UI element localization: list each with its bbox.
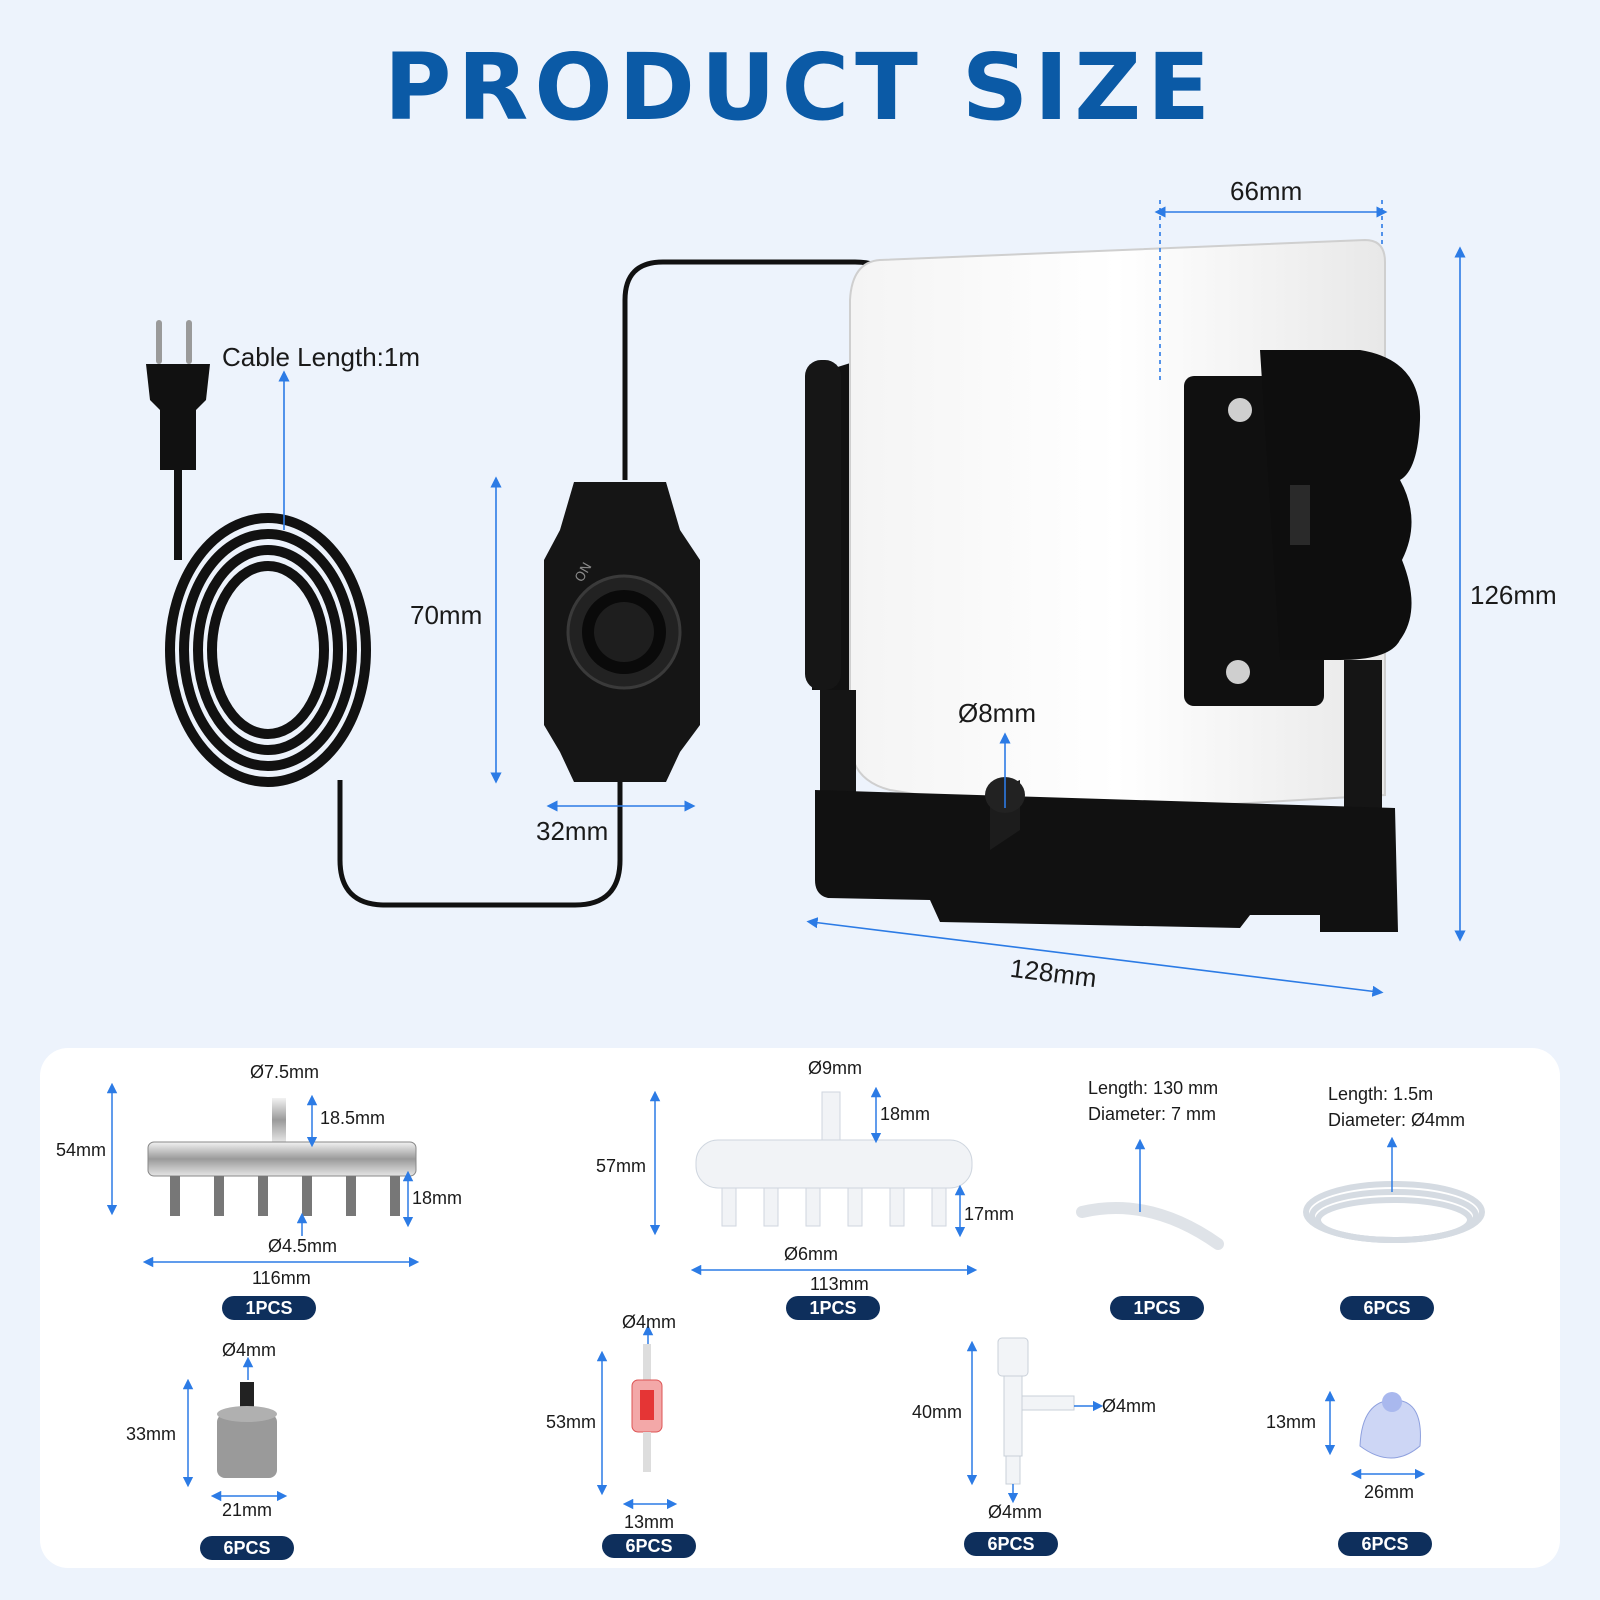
rigid-tube-qty-badge: 1PCS: [1110, 1296, 1204, 1320]
air-stone-height: 33mm: [126, 1424, 177, 1444]
air-stone-width: 21mm: [222, 1500, 273, 1520]
power-cable: [165, 259, 898, 908]
plastic-qty-badge: 1PCS: [786, 1296, 880, 1320]
plastic-top-dia: Ø9mm: [808, 1058, 862, 1078]
air-stone-qty-badge: 6PCS: [200, 1536, 294, 1560]
cable-length-label: Cable Length:1m: [222, 342, 421, 372]
air-tube-diameter: Diameter: Ø4mm: [1328, 1110, 1466, 1130]
check-valve-qty-badge: 6PCS: [602, 1534, 696, 1558]
control-valve-bottom-dia: Ø4mm: [988, 1502, 1042, 1522]
plastic-pin-dia: Ø6mm: [784, 1244, 838, 1264]
suction-cup-height: 13mm: [1266, 1412, 1317, 1432]
steel-stem: 18.5mm: [320, 1108, 386, 1128]
air-tube-qty-badge: 6PCS: [1340, 1296, 1434, 1320]
control-valve-height: 40mm: [912, 1402, 963, 1422]
check-valve-dia: Ø4mm: [622, 1312, 676, 1332]
suction-cup-width: 26mm: [1364, 1482, 1415, 1502]
air-stone: [217, 1382, 277, 1478]
steel-pins: 18mm: [412, 1188, 463, 1208]
air-stone-dia: Ø4mm: [222, 1340, 276, 1360]
dimension-arrows: [278, 200, 1466, 997]
air-tubing: [1303, 1181, 1485, 1243]
suction-cup-qty-badge: 6PCS: [1338, 1532, 1432, 1556]
air-pump: [805, 238, 1421, 932]
control-valve-side-dia: Ø4mm: [1102, 1396, 1156, 1416]
control-valve-qty-badge: 6PCS: [964, 1532, 1058, 1556]
rigid-tube-diameter: Diameter: 7 mm: [1088, 1104, 1217, 1124]
plastic-stem: 18mm: [880, 1104, 931, 1124]
rigid-tube: [1076, 1202, 1224, 1250]
steel-pin-dia: Ø4.5mm: [268, 1236, 338, 1256]
steel-manifold-arrows: [106, 1082, 420, 1268]
controller-width-label: 32mm: [536, 816, 609, 846]
power-plug: [146, 320, 210, 470]
plastic-manifold-arrows: [649, 1086, 978, 1276]
pump-height-label: 126mm: [1470, 580, 1557, 610]
check-valve: [631, 1344, 663, 1472]
steel-qty-badge: 1PCS: [222, 1296, 316, 1320]
speed-controller: ON: [544, 482, 700, 782]
steel-height: 54mm: [56, 1140, 107, 1160]
plastic-manifold: [695, 1091, 973, 1227]
check-valve-height: 53mm: [546, 1412, 597, 1432]
controller-height-label: 70mm: [410, 600, 483, 630]
air-tube-length: Length: 1.5m: [1328, 1084, 1434, 1104]
rigid-tube-length: Length: 130 mm: [1088, 1078, 1219, 1098]
check-valve-width: 13mm: [624, 1512, 675, 1532]
steel-manifold: [147, 1098, 417, 1216]
plastic-pins: 17mm: [964, 1204, 1015, 1224]
plastic-height: 57mm: [596, 1156, 647, 1176]
pump-depth-label: 66mm: [1230, 176, 1303, 206]
plastic-length: 113mm: [810, 1274, 869, 1294]
steel-length: 116mm: [252, 1268, 311, 1288]
page-title: PRODUCT SIZE: [384, 34, 1216, 141]
control-valve: [997, 1337, 1075, 1485]
suction-cup: [1359, 1392, 1421, 1459]
steel-top-dia: Ø7.5mm: [250, 1062, 320, 1082]
outlet-diameter-label: Ø8mm: [958, 698, 1036, 728]
